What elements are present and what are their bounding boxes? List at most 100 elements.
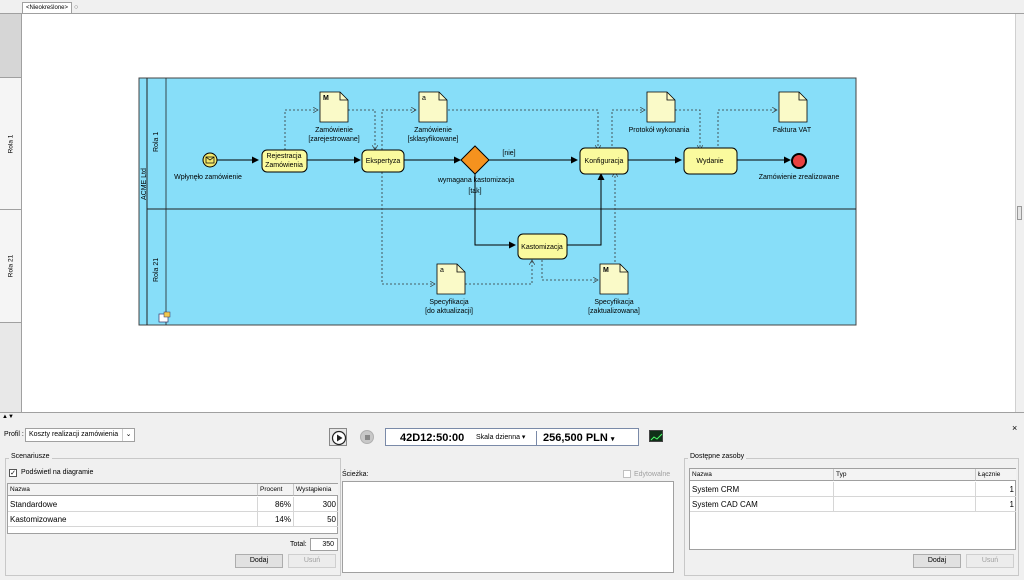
flow-label-yes: [tak] xyxy=(468,188,481,195)
scenarios-title: Scenariusze xyxy=(9,453,52,460)
play-button[interactable] xyxy=(329,428,347,446)
svg-text:Konfiguracja: Konfiguracja xyxy=(585,158,624,165)
add-resource-button[interactable]: Dodaj xyxy=(913,554,961,568)
table-cell[interactable]: 50 xyxy=(294,512,338,527)
data-object-order-registered[interactable]: M xyxy=(319,91,349,123)
svg-text:M: M xyxy=(323,95,329,102)
panel-splitter[interactable]: ▲▼ xyxy=(0,412,1024,420)
editable-label: Edytowalne xyxy=(634,471,671,478)
path-title: Ścieżka: xyxy=(342,471,369,478)
table-row[interactable]: Kastomizowane xyxy=(8,512,258,527)
task-release[interactable]: Wydanie xyxy=(683,147,738,175)
data-object-order-registered-label: Zamówienie xyxy=(315,127,353,134)
svg-text:[zarejestrowane]: [zarejestrowane] xyxy=(308,136,359,143)
simulation-readout: 42D12:50:00 Skala dzienna ▾ 256,500 PLN … xyxy=(385,428,639,446)
data-object-order-classified[interactable]: a xyxy=(418,91,448,123)
svg-text:Zamówienia: Zamówienia xyxy=(265,162,303,169)
total-label: Total: xyxy=(290,541,307,548)
task-expertise[interactable]: Ekspertyza xyxy=(361,149,405,173)
data-object-spec-updated[interactable]: M xyxy=(599,263,629,295)
svg-text:Wydanie: Wydanie xyxy=(696,158,723,165)
role-header-rola-21[interactable]: Rola 21 xyxy=(0,210,21,323)
scrollbar-thumb[interactable] xyxy=(1017,206,1022,220)
data-object-order-classified-label: Zamówienie xyxy=(414,127,452,134)
path-area[interactable] xyxy=(342,481,674,573)
svg-text:Rejestracja: Rejestracja xyxy=(266,153,301,160)
lane-label-1: Rola 1 xyxy=(153,132,160,152)
table-cell[interactable]: 86% xyxy=(258,497,294,512)
simulation-panel: Profil : Koszty realizacji zamówienia ⌄ … xyxy=(0,420,1024,580)
start-event-label: Wpłynęło zamówienie xyxy=(174,174,242,181)
highlight-checkbox[interactable]: ✓ xyxy=(9,469,17,477)
play-icon xyxy=(331,430,347,446)
table-cell[interactable]: 1 xyxy=(976,497,1016,512)
data-object-spec-update-label: Specyfikacja xyxy=(429,299,468,306)
pool[interactable] xyxy=(138,77,857,326)
diagram-tab[interactable]: <Nieokreślone> xyxy=(22,2,73,13)
data-object-spec-update[interactable]: a xyxy=(436,263,466,295)
role-header-rola-1[interactable]: Rola 1 xyxy=(0,78,21,210)
start-event[interactable] xyxy=(202,152,218,168)
simulation-clock: 42D12:50:00 xyxy=(400,432,465,444)
table-cell[interactable] xyxy=(834,497,976,512)
column-header[interactable]: Wystąpienia xyxy=(294,484,338,496)
svg-text:Kastomizacja: Kastomizacja xyxy=(521,244,563,251)
column-header[interactable]: Nazwa xyxy=(690,469,834,481)
table-cell[interactable] xyxy=(834,482,976,497)
total-field: 350 xyxy=(310,538,338,551)
stop-icon xyxy=(365,435,370,440)
editable-checkbox[interactable] xyxy=(623,470,631,478)
end-event[interactable] xyxy=(791,153,807,169)
scale-select[interactable]: Skala dzienna ▾ xyxy=(476,434,526,441)
resources-title: Dostępne zasoby xyxy=(688,453,747,460)
table-cell[interactable]: 1 xyxy=(976,482,1016,497)
task-configuration[interactable]: Konfiguracja xyxy=(579,147,629,175)
task-customization[interactable]: Kastomizacja xyxy=(517,233,568,260)
remove-resource-button[interactable]: Usuń xyxy=(966,554,1014,568)
cost-select[interactable]: 256,500 PLN ▾ xyxy=(543,432,615,444)
svg-text:[do aktualizacji]: [do aktualizacji] xyxy=(425,308,473,315)
data-object-spec-updated-label: Specyfikacja xyxy=(594,299,633,306)
gateway-label: wymagana kastomizacja xyxy=(437,177,514,184)
table-row[interactable]: Standardowe xyxy=(8,497,258,512)
column-header[interactable]: Nazwa xyxy=(8,484,258,496)
data-object-protocol[interactable] xyxy=(646,91,676,123)
role-header: Rola 1 Rola 21 xyxy=(0,14,22,412)
add-scenario-button[interactable]: Dodaj xyxy=(235,554,283,568)
remove-scenario-button[interactable]: Usuń xyxy=(288,554,336,568)
column-header[interactable]: Łącznie xyxy=(976,469,1016,481)
chart-icon[interactable] xyxy=(649,430,663,442)
profile-select[interactable]: Koszty realizacji zamówienia ⌄ xyxy=(25,428,135,442)
svg-text:M: M xyxy=(603,267,609,274)
stop-button[interactable] xyxy=(360,430,374,444)
diagram-info-icon[interactable] xyxy=(158,311,171,323)
flow-label-no: [nie] xyxy=(502,150,515,157)
data-object-invoice[interactable] xyxy=(778,91,808,123)
table-row[interactable]: System CAD CAM xyxy=(690,497,834,512)
svg-text:a: a xyxy=(422,95,426,102)
column-header[interactable]: Procent xyxy=(258,484,294,496)
close-icon[interactable]: × xyxy=(1012,423,1018,433)
bpmn-diagram: ACME Ltd Rola 1 Rola 21 Wpłynęło zamówie… xyxy=(138,77,857,326)
diagram-tab-bar: <Nieokreślone> ○ xyxy=(0,0,1024,14)
envelope-icon xyxy=(205,156,215,164)
pin-icon[interactable]: ○ xyxy=(74,4,79,11)
task-registration[interactable]: Rejestracja Zamówienia xyxy=(261,149,308,173)
resources-table: Nazwa Typ Łącznie System CRM 1 System CA… xyxy=(689,468,1016,550)
svg-text:a: a xyxy=(440,267,444,274)
data-object-invoice-label: Faktura VAT xyxy=(773,127,812,134)
highlight-label: Podświetl na diagramie xyxy=(21,469,94,476)
table-cell[interactable]: 300 xyxy=(294,497,338,512)
collapse-arrows-icon[interactable]: ▲▼ xyxy=(2,414,14,420)
svg-text:[zaktualizowana]: [zaktualizowana] xyxy=(588,308,640,315)
column-header[interactable]: Typ xyxy=(834,469,976,481)
scenarios-table: Nazwa Procent Wystąpienia Standardowe 86… xyxy=(7,483,338,534)
resources-group xyxy=(684,458,1019,576)
pool-label: ACME Ltd xyxy=(141,168,148,200)
role-header-blank xyxy=(0,14,21,78)
table-cell[interactable]: 14% xyxy=(258,512,294,527)
scenarios-group xyxy=(5,458,341,576)
lane-label-2: Rola 21 xyxy=(153,258,160,282)
table-row[interactable]: System CRM xyxy=(690,482,834,497)
gateway[interactable] xyxy=(460,145,490,175)
